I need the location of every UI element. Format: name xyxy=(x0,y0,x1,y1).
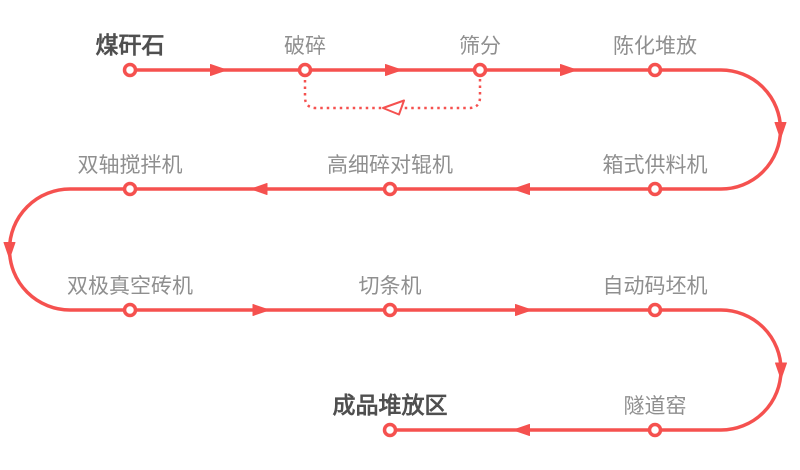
node-label-crushing: 破碎 xyxy=(284,35,326,58)
node-label-finished-area: 成品堆放区 xyxy=(333,392,448,418)
arrow-right-icon xyxy=(385,64,402,76)
arrow-down-icon xyxy=(3,242,16,259)
node-label-box-feeder: 箱式供料机 xyxy=(603,154,708,177)
node-label-fine-roller: 高细碎对辊机 xyxy=(327,154,453,177)
arrow-left-icon xyxy=(513,183,530,195)
node-marker-crushing xyxy=(297,62,313,78)
node-marker-twin-shaft-mixer xyxy=(122,181,138,197)
node-marker-cutting-machine xyxy=(382,302,398,318)
arrow-right-icon xyxy=(210,64,227,76)
node-marker-tunnel-kiln xyxy=(647,422,663,438)
node-label-twin-shaft-mixer: 双轴搅拌机 xyxy=(78,154,183,177)
arrow-down-icon xyxy=(775,362,787,380)
return-arrow-icon xyxy=(382,99,405,116)
node-label-screening: 筛分 xyxy=(459,35,501,58)
arrow-down-icon xyxy=(774,122,787,139)
node-label-tunnel-kiln: 隧道窑 xyxy=(624,395,687,418)
node-marker-screening xyxy=(472,62,488,78)
arrow-left-icon xyxy=(250,183,268,195)
node-label-coal-gangue: 煤矸石 xyxy=(96,32,165,58)
node-marker-aging-stockpile xyxy=(647,62,663,78)
node-marker-fine-roller xyxy=(382,181,398,197)
node-marker-vacuum-brick xyxy=(122,302,138,318)
arrow-right-icon xyxy=(252,304,270,316)
node-label-cutting-machine: 切条机 xyxy=(359,275,422,298)
node-label-vacuum-brick: 双极真空砖机 xyxy=(67,275,193,298)
flow-path xyxy=(7,68,783,432)
arrow-left-icon xyxy=(513,424,530,436)
node-marker-coal-gangue xyxy=(122,62,138,78)
node-marker-auto-stacker xyxy=(647,302,663,318)
node-marker-box-feeder xyxy=(647,181,663,197)
node-label-auto-stacker: 自动码坯机 xyxy=(603,275,708,298)
node-label-aging-stockpile: 陈化堆放 xyxy=(613,35,697,58)
arrow-right-icon xyxy=(515,304,532,316)
node-marker-finished-area xyxy=(382,422,398,438)
arrow-right-icon xyxy=(560,64,577,76)
